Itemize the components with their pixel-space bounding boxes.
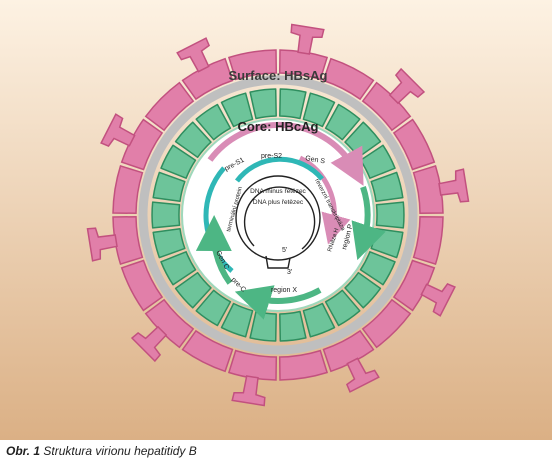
surface-protein-block xyxy=(144,81,195,132)
surface-protein-block xyxy=(112,164,144,215)
region-x-label: region X xyxy=(271,287,297,294)
core-capsid-subunit xyxy=(279,88,307,120)
surface-protein-spike xyxy=(231,375,266,407)
core-capsid-subunit xyxy=(195,103,232,141)
core-gene-arrow xyxy=(195,215,233,285)
caption-label: Obr. 1 xyxy=(6,444,41,458)
strand-gap-link xyxy=(265,255,291,269)
gray-membrane-ring xyxy=(138,75,418,355)
surface-protein-block xyxy=(227,349,278,381)
core-capsid-subunit xyxy=(160,144,197,179)
core-capsid-subunit xyxy=(195,289,232,327)
genome-arrows xyxy=(195,121,386,320)
surface-protein-spike xyxy=(86,227,118,262)
core-capsid-subunit xyxy=(344,271,382,309)
core-capsid-subunit xyxy=(249,88,277,120)
surface-protein-spike xyxy=(420,282,456,317)
core-capsid-subunit xyxy=(302,302,336,338)
core-capsid-subunit xyxy=(220,92,254,128)
surface-protein-block xyxy=(322,329,375,373)
surface-protein-block xyxy=(278,349,329,381)
core-capsid-subunit xyxy=(324,103,361,141)
gen-s-label: Gen S xyxy=(305,155,326,165)
surface-protein-block xyxy=(361,298,412,349)
surface-protein-spike xyxy=(130,325,168,363)
three-prime-label: 3' xyxy=(287,269,292,276)
surface-protein-block xyxy=(227,49,278,81)
surface-protein-block xyxy=(120,259,164,312)
core-capsid-subunit xyxy=(359,144,396,179)
surface-protein-block xyxy=(412,164,444,215)
surface-protein-spike xyxy=(100,113,136,148)
surface-protein-block xyxy=(181,57,234,101)
caption-text: Struktura virionu hepatitidy B xyxy=(43,444,197,458)
dna-strands xyxy=(235,175,321,269)
core-capsid-subunit xyxy=(370,171,404,203)
surface-protein-block xyxy=(181,329,234,373)
surface-protein-block xyxy=(392,118,436,171)
core-capsid-subunit xyxy=(152,171,186,203)
surface-label: Surface: HBsAg xyxy=(229,68,328,83)
dna-plus-label: DNA plus řetězec xyxy=(253,199,304,206)
pre-s2-label: pre-S2 xyxy=(261,153,282,160)
surface-protein-block xyxy=(361,81,412,132)
core-capsid-ring xyxy=(151,88,405,342)
surface-protein-block xyxy=(412,215,444,266)
surface-protein-spike xyxy=(345,357,380,393)
surface-protein-spike xyxy=(290,23,325,55)
surface-protein-block xyxy=(392,259,436,312)
surface-gene-arrow xyxy=(207,121,364,186)
core-capsid-subunit xyxy=(279,310,307,342)
hbv-virion-diagram: Surface: HBsAg Core: HBcAg pre-S1 pre-S2… xyxy=(0,0,552,440)
core-capsid-subunit xyxy=(375,201,405,229)
surface-protein-spike xyxy=(176,37,211,73)
dna-minus-strand xyxy=(235,175,321,261)
x-region-arrow xyxy=(234,285,322,320)
five-prime-label: 5' xyxy=(282,247,287,254)
dna-plus-strand xyxy=(243,186,316,250)
core-capsid-subunit xyxy=(160,251,197,286)
core-capsid-subunit xyxy=(152,227,186,259)
core-capsid-subunit xyxy=(151,201,181,229)
dna-minus-arc xyxy=(234,156,324,183)
surface-protein-block xyxy=(144,298,195,349)
surface-protein-block xyxy=(112,215,144,266)
surface-protein-spike xyxy=(388,67,426,105)
p-region-arrow xyxy=(351,186,386,261)
surface-protein-block xyxy=(120,118,164,171)
core-capsid-subunit xyxy=(302,92,336,128)
polymerase-arrow xyxy=(298,155,351,245)
surface-protein-block xyxy=(278,49,329,81)
surface-protein-ring xyxy=(86,23,470,407)
core-capsid-subunit xyxy=(174,121,212,159)
core-label: Core: HBcAg xyxy=(238,119,319,134)
surface-protein-spike xyxy=(438,168,470,203)
genome-background xyxy=(181,118,375,312)
surface-protein-block xyxy=(322,57,375,101)
core-capsid-subunit xyxy=(174,271,212,309)
dna-minus-label: DNA minus řetězec xyxy=(250,188,306,195)
figure-caption: Obr. 1 Struktura virionu hepatitidy B xyxy=(6,444,197,458)
core-capsid-subunit xyxy=(324,289,361,327)
